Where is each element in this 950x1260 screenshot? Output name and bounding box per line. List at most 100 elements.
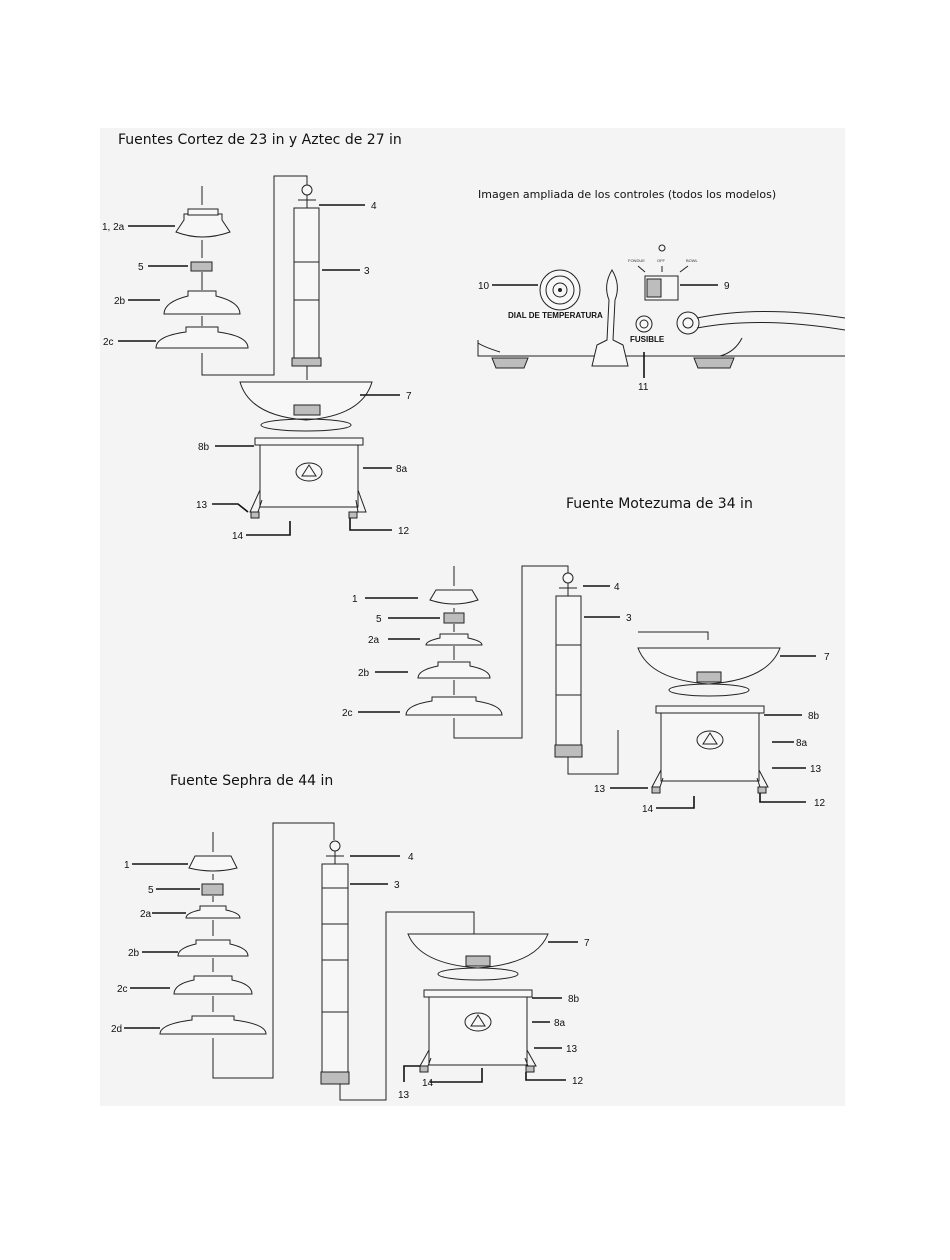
- spacer-part: [201, 883, 224, 896]
- connector-line: [638, 631, 709, 640]
- callout-tier-c: 2c: [103, 337, 114, 348]
- connector-line: [567, 730, 619, 775]
- callout-tier-a: 2a: [140, 909, 152, 920]
- callout-spacer: 5: [138, 262, 144, 273]
- switch-label-fondue: FONDUE: [628, 258, 645, 263]
- dial-label: DIAL DE TEMPERATURA: [508, 311, 603, 320]
- switch-label-off: OFF: [657, 258, 666, 263]
- tier-top-part: [175, 208, 231, 238]
- ornament-spire: [591, 269, 629, 367]
- title-controls: Imagen ampliada de los controles (todos …: [478, 188, 776, 201]
- controls-closeup: DIAL DE TEMPERATURA FUSIBLE FONDUE OFF B…: [477, 244, 846, 393]
- callout-base-top: 8b: [568, 994, 580, 1005]
- callout-tier-top: 1, 2a: [102, 222, 125, 233]
- tier-b-part: [417, 661, 491, 679]
- connector-line: [212, 822, 335, 1079]
- callout-auger-top: 4: [614, 582, 620, 593]
- callout-bottom: 14: [642, 804, 654, 815]
- tier-d-part: [159, 1015, 267, 1035]
- title-motezuma: Fuente Motezuma de 34 in: [566, 496, 753, 512]
- title-sephra: Fuente Sephra de 44 in: [170, 773, 333, 789]
- power-cord: [696, 311, 846, 319]
- callout-auger: 3: [626, 613, 632, 624]
- tier-top-part: [429, 589, 479, 605]
- callout-spacer: 5: [148, 885, 154, 896]
- connector-line: [339, 911, 475, 1101]
- diagram-sephra: 1 5 2a 2b 2c 2d 4 3 7 8b 8a 13 13 14 12: [111, 822, 590, 1101]
- tier-b-part: [163, 290, 241, 315]
- callout-tier-top: 1: [124, 860, 130, 871]
- tier-b-part: [177, 939, 249, 957]
- callout-tier-d: 2d: [111, 1024, 122, 1035]
- foot-right: [693, 357, 735, 369]
- tier-c-part: [173, 975, 253, 995]
- callout-auger-top: 4: [408, 852, 414, 863]
- base-part: [651, 705, 769, 794]
- diagram-cortez-aztec: 1, 2a 5 2b 2c 4 3 7 8b 8a 13 14 12: [102, 175, 412, 542]
- tier-a-part: [185, 905, 241, 919]
- bowl-part: [239, 381, 373, 432]
- callout-bottom: 14: [232, 531, 244, 542]
- callout-fuse: 11: [638, 382, 649, 393]
- callout-bowl: 7: [824, 652, 830, 663]
- callout-tier-b: 2b: [114, 296, 126, 307]
- callout-base-top: 8b: [198, 442, 210, 453]
- callout-base: 8a: [396, 464, 408, 475]
- callout-tier-c: 2c: [342, 708, 353, 719]
- bowl-part: [637, 647, 781, 697]
- callout-base: 8a: [554, 1018, 566, 1029]
- callout-switch: 9: [724, 281, 730, 292]
- tier-a-part: [425, 633, 483, 646]
- bowl-part: [407, 933, 549, 981]
- title-cortez-aztec: Fuentes Cortez de 23 in y Aztec de 27 in: [118, 132, 402, 148]
- fuse-label: FUSIBLE: [630, 335, 665, 344]
- spacer-part: [190, 261, 213, 272]
- callout-foot-right: 13: [566, 1044, 578, 1055]
- switch-label-bowl: BOWL: [686, 258, 699, 263]
- auger-part: [320, 840, 350, 1085]
- base-part: [419, 989, 537, 1073]
- callout-leg: 12: [814, 798, 826, 809]
- tier-top-part: [188, 855, 238, 872]
- callout-tier-b: 2b: [128, 948, 140, 959]
- callout-foot-left: 13: [594, 784, 606, 795]
- connector-line: [453, 565, 569, 739]
- foot-left: [491, 357, 529, 369]
- callout-leg: 12: [572, 1076, 584, 1087]
- callout-bottom: 14: [422, 1078, 434, 1089]
- callout-base: 8a: [796, 738, 808, 749]
- power-cord-plug: [676, 311, 700, 335]
- callout-bowl: 7: [406, 391, 412, 402]
- temperature-dial: [539, 269, 581, 311]
- callout-auger: 3: [394, 880, 400, 891]
- callout-foot-left: 13: [398, 1090, 410, 1101]
- callout-tier-a: 2a: [368, 635, 380, 646]
- callout-foot: 13: [196, 500, 208, 511]
- callouts-diagram3: [124, 855, 578, 1083]
- tier-c-part: [405, 696, 503, 716]
- spacer-part: [443, 612, 465, 624]
- tier-c-part: [155, 326, 249, 349]
- callouts-diagram2: [358, 585, 816, 809]
- callout-tier-top: 1: [352, 594, 358, 605]
- auger-part: [554, 572, 583, 758]
- callout-foot-right: 13: [810, 764, 822, 775]
- callout-dial: 10: [478, 281, 490, 292]
- connector-line: [201, 175, 308, 376]
- callout-base-top: 8b: [808, 711, 820, 722]
- auger-part: [291, 184, 322, 380]
- indicator-light-icon: [658, 244, 666, 252]
- callout-tier-c: 2c: [117, 984, 128, 995]
- callouts-diagram1: [118, 204, 400, 536]
- diagram-motezuma: 1 5 2a 2b 2c 4 3 7 8b 8a 13 13 14 12: [342, 565, 830, 815]
- base-part: [249, 437, 367, 519]
- callout-auger: 3: [364, 266, 370, 277]
- callout-tier-b: 2b: [358, 668, 370, 679]
- callout-auger-top: 4: [371, 201, 377, 212]
- fuse-knob: [635, 315, 653, 333]
- callout-spacer: 5: [376, 614, 382, 625]
- callout-leg: 12: [398, 526, 410, 537]
- callout-bowl: 7: [584, 938, 590, 949]
